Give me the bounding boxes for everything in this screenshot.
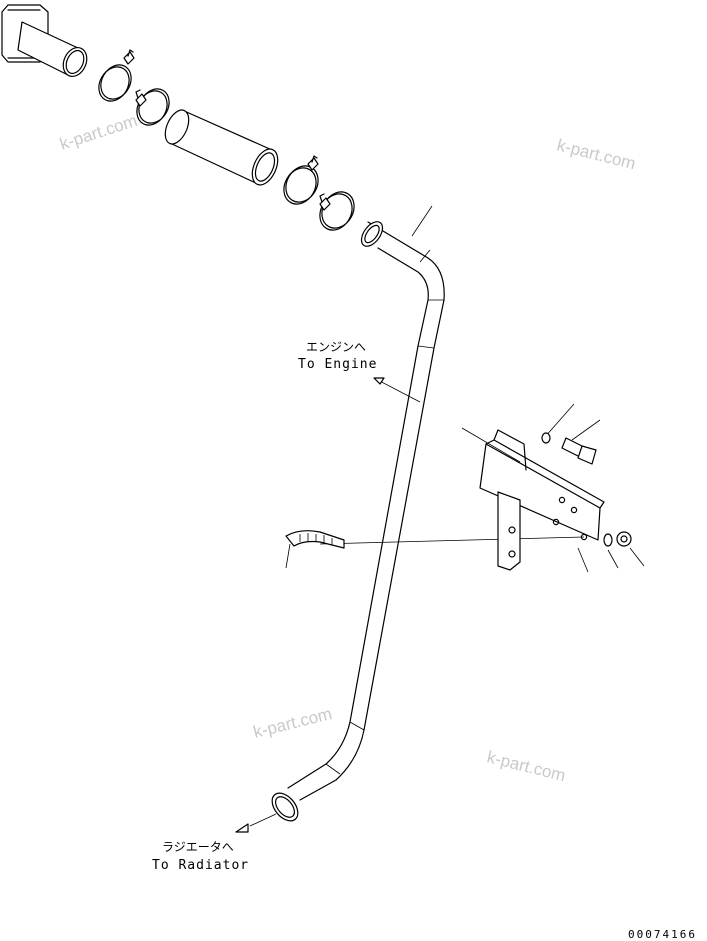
- hose-clamp-2: [135, 88, 170, 126]
- engine-label-jp: エンジンへ: [306, 340, 366, 354]
- radiator-arrow-icon: [235, 823, 249, 833]
- radiator-label-jp: ラジエータへ: [162, 840, 234, 854]
- drawing-code: 00074166: [628, 928, 697, 941]
- bolt-washer-nut: [541, 432, 632, 547]
- hose-clamp-1: [98, 49, 135, 102]
- watermark-1: k-part.com: [57, 111, 139, 154]
- engine-label-en: To Engine: [298, 357, 377, 372]
- leader-lines: [285, 205, 645, 573]
- hose-clamp-4: [319, 191, 355, 231]
- hose-clamp-3: [283, 155, 319, 205]
- watermark-4: k-part.com: [485, 747, 568, 785]
- band-tie: [285, 530, 345, 549]
- engine-arrow-icon: [373, 377, 385, 385]
- watermark-3: k-part.com: [251, 704, 334, 742]
- mounting-bracket: [479, 429, 605, 571]
- radiator-label-en: To Radiator: [152, 858, 249, 873]
- watermark-2: k-part.com: [555, 135, 638, 173]
- flange-stub-pipe: [1, 4, 88, 78]
- rubber-hose: [164, 109, 279, 186]
- metal-pipe: [271, 221, 445, 822]
- flow-arrows: [235, 377, 385, 833]
